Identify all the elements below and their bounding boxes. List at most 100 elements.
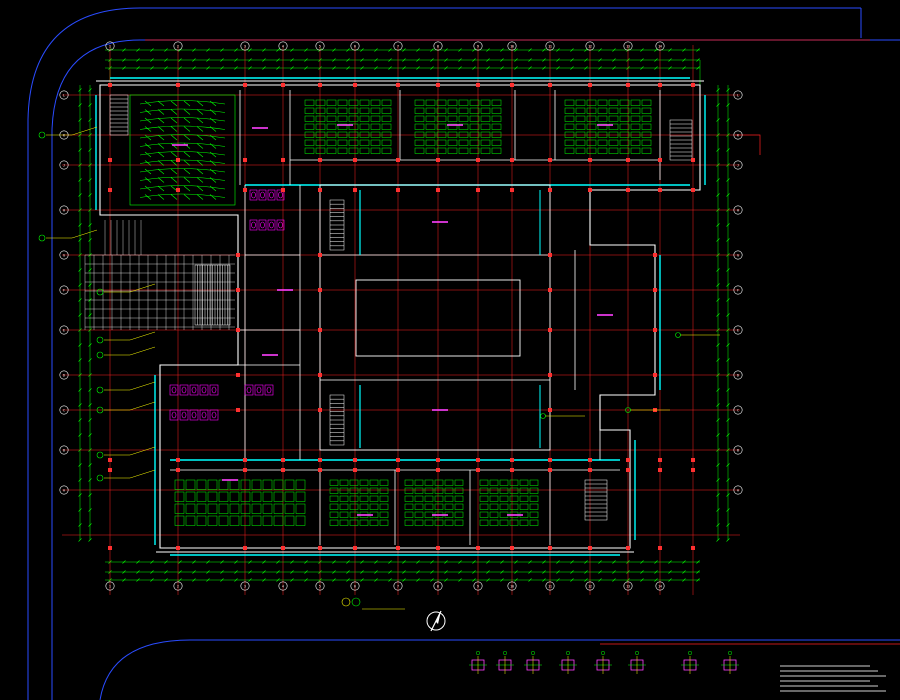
svg-text:9: 9	[477, 44, 479, 48]
axis-bubble: 3	[240, 581, 250, 591]
axis-bubble: 6	[350, 581, 360, 591]
svg-text:13: 13	[626, 584, 630, 588]
axis-bubble: K	[59, 130, 69, 140]
axis-bubble: L	[733, 90, 743, 100]
axis-bubble: 12	[585, 41, 595, 51]
svg-text:6: 6	[354, 44, 356, 48]
axis-bubble: G	[733, 250, 743, 260]
svg-text:8: 8	[437, 44, 439, 48]
svg-text:B: B	[63, 448, 65, 452]
leader-note	[38, 126, 98, 139]
axis-bubble: 13	[623, 41, 633, 51]
legend-symbol	[628, 650, 646, 674]
axis-bubble: 5	[315, 41, 325, 51]
svg-text:11: 11	[548, 44, 552, 48]
axis-bubble: D	[733, 370, 743, 380]
svg-text:3: 3	[244, 44, 246, 48]
svg-text:G: G	[737, 253, 739, 257]
leader-note	[96, 469, 156, 482]
svg-text:5: 5	[319, 44, 321, 48]
axis-bubble: A	[59, 485, 69, 495]
svg-text:D: D	[737, 373, 739, 377]
svg-text:F: F	[737, 288, 739, 292]
axis-bubble: B	[59, 445, 69, 455]
svg-text:2: 2	[177, 584, 179, 588]
leader-note	[96, 381, 156, 394]
drawing-title	[341, 597, 405, 610]
svg-text:A: A	[737, 488, 739, 492]
leader-note	[96, 283, 156, 296]
svg-text:1: 1	[109, 584, 111, 588]
svg-text:F: F	[63, 288, 65, 292]
axis-bubble: D	[59, 370, 69, 380]
leader-note	[96, 346, 156, 359]
svg-text:8: 8	[437, 584, 439, 588]
axis-bubble: 7	[393, 41, 403, 51]
axis-bubble: 9	[473, 41, 483, 51]
axis-bubble: K	[733, 130, 743, 140]
svg-text:9: 9	[477, 584, 479, 588]
svg-text:E: E	[737, 328, 739, 332]
axis-bubble: 2	[173, 41, 183, 51]
leader-note	[96, 401, 156, 414]
annotation-leaders	[38, 126, 720, 482]
leader-note	[625, 407, 670, 413]
site-boundary	[27, 7, 900, 700]
leader-note	[96, 331, 156, 344]
axis-bubble: H	[59, 205, 69, 215]
axis-bubble: J	[59, 160, 69, 170]
svg-text:12: 12	[588, 44, 592, 48]
axis-bubble: 7	[393, 581, 403, 591]
svg-text:G: G	[63, 253, 65, 257]
axis-bubble: E	[733, 325, 743, 335]
leader-note	[540, 413, 585, 419]
legend-symbol	[496, 650, 514, 674]
axis-bubble: L	[59, 90, 69, 100]
svg-text:C: C	[737, 408, 739, 412]
room-labels	[172, 124, 613, 516]
axis-bubble: 1	[105, 41, 115, 51]
svg-text:L: L	[63, 93, 65, 97]
axis-bubble: C	[733, 405, 743, 415]
svg-text:H: H	[737, 208, 739, 212]
svg-text:2: 2	[177, 44, 179, 48]
axis-bubble: E	[59, 325, 69, 335]
axis-bubble: 8	[433, 41, 443, 51]
axis-bubble: 11	[545, 581, 555, 591]
axis-bubble: 2	[173, 581, 183, 591]
svg-text:3: 3	[244, 584, 246, 588]
axis-bubble: 6	[350, 41, 360, 51]
svg-text:4: 4	[282, 584, 284, 588]
svg-text:14: 14	[658, 584, 662, 588]
svg-text:10: 10	[510, 44, 514, 48]
svg-text:B: B	[737, 448, 739, 452]
svg-text:A: A	[63, 488, 65, 492]
axis-bubble: 4	[278, 41, 288, 51]
lecture-hall-seating	[129, 94, 236, 206]
stairs	[109, 94, 693, 521]
leader-note	[96, 446, 156, 459]
svg-text:J: J	[63, 163, 65, 167]
toilet-fixtures	[169, 189, 285, 421]
axis-bubble: 13	[623, 581, 633, 591]
legend-symbol	[594, 650, 612, 674]
axis-bubble: 14	[655, 41, 665, 51]
leader-note	[38, 229, 98, 242]
north-arrow-icon	[426, 610, 446, 632]
axis-bubble: 5	[315, 581, 325, 591]
svg-text:12: 12	[588, 584, 592, 588]
svg-text:1: 1	[109, 44, 111, 48]
legend-symbol	[559, 650, 577, 674]
svg-text:7: 7	[397, 584, 399, 588]
svg-text:14: 14	[658, 44, 662, 48]
drawing-notes	[780, 665, 886, 692]
svg-text:J: J	[737, 163, 739, 167]
svg-text:K: K	[737, 133, 739, 137]
red-site-line	[145, 39, 900, 645]
central-court	[319, 184, 551, 451]
svg-text:5: 5	[319, 584, 321, 588]
axis-bubbles-right: L K J H G F E D C B A	[733, 90, 743, 495]
